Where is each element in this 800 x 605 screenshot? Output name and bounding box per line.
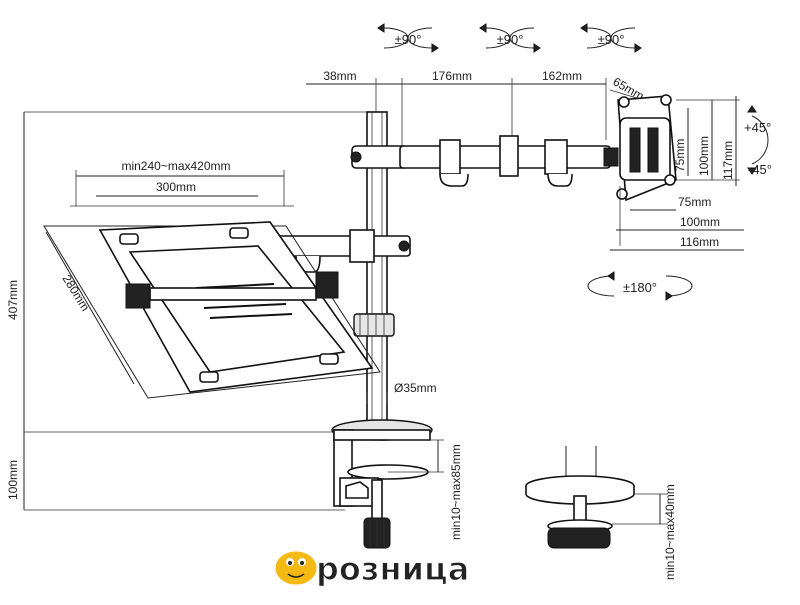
base-height-label: 100mm: [6, 460, 20, 500]
vesa-height-dimensions: 75mm 100mm 117mm: [673, 96, 740, 186]
rotation-label: ±90°: [598, 32, 625, 47]
clamp-range-label: min10~max85mm: [449, 444, 463, 540]
grommet-range-label: min10~max40mm: [663, 484, 677, 580]
vesa-w-116-label: 116mm: [680, 235, 719, 249]
rotation-indicator-bottom: ±180°: [587, 271, 693, 301]
pole-offset-label: 38mm: [323, 69, 356, 83]
logo-text: розница: [316, 550, 469, 588]
desk-clamp: [331, 419, 433, 549]
tilt-indicator: +45° -45°: [744, 105, 772, 177]
tray-width-range-label: min240~max420mm: [121, 159, 230, 173]
pole: [353, 111, 395, 433]
vesa-w-75-label: 75mm: [678, 195, 711, 209]
arm-segment-1-label: 176mm: [432, 69, 472, 83]
tray-width-label: 300mm: [156, 180, 196, 194]
rotation-indicator-right: ±90°: [580, 23, 642, 53]
upper-arm: [350, 135, 619, 187]
rotation-indicator-left: ±90°: [377, 23, 439, 53]
laptop-tray: [43, 205, 381, 399]
tray-depth-label: 280mm: [59, 272, 92, 313]
tray-width-dimensions: min240~max420mm 300mm: [75, 159, 285, 206]
arm-dimension-line: 38mm 176mm 162mm 65mm: [306, 69, 651, 150]
pole-height-dimension: 407mm: [6, 111, 376, 433]
pole-height-label: 407mm: [6, 280, 20, 320]
mascot-icon: [272, 548, 320, 588]
base-height-dimension: 100mm: [6, 432, 345, 511]
rotation-label: ±90°: [395, 32, 422, 47]
clamp-range-dimension: min10~max85mm: [388, 439, 463, 540]
grommet-mount: [525, 446, 635, 549]
tilt-down-label: -45°: [748, 162, 772, 177]
pole-diameter-label: Ø35mm: [394, 381, 437, 395]
arm-segment-2-label: 162mm: [542, 69, 582, 83]
rozniza-logo: розница: [272, 548, 470, 589]
vesa-h-75-label: 75mm: [673, 139, 687, 172]
vesa-w-100-label: 100mm: [680, 215, 720, 229]
tilt-up-label: +45°: [744, 120, 771, 135]
grommet-range-dimension: min10~max40mm: [612, 484, 677, 580]
rotation-label: ±90°: [497, 32, 524, 47]
rotation-label: ±180°: [623, 280, 657, 295]
vesa-h-100-label: 100mm: [697, 136, 711, 176]
rotation-indicator-middle: ±90°: [479, 23, 541, 53]
vesa-width-dimensions: 75mm 100mm 116mm: [610, 186, 744, 251]
vesa-h-117-label: 117mm: [721, 141, 735, 180]
pole-diameter-dimension: Ø35mm: [366, 381, 437, 404]
vesa-head: [616, 94, 677, 202]
